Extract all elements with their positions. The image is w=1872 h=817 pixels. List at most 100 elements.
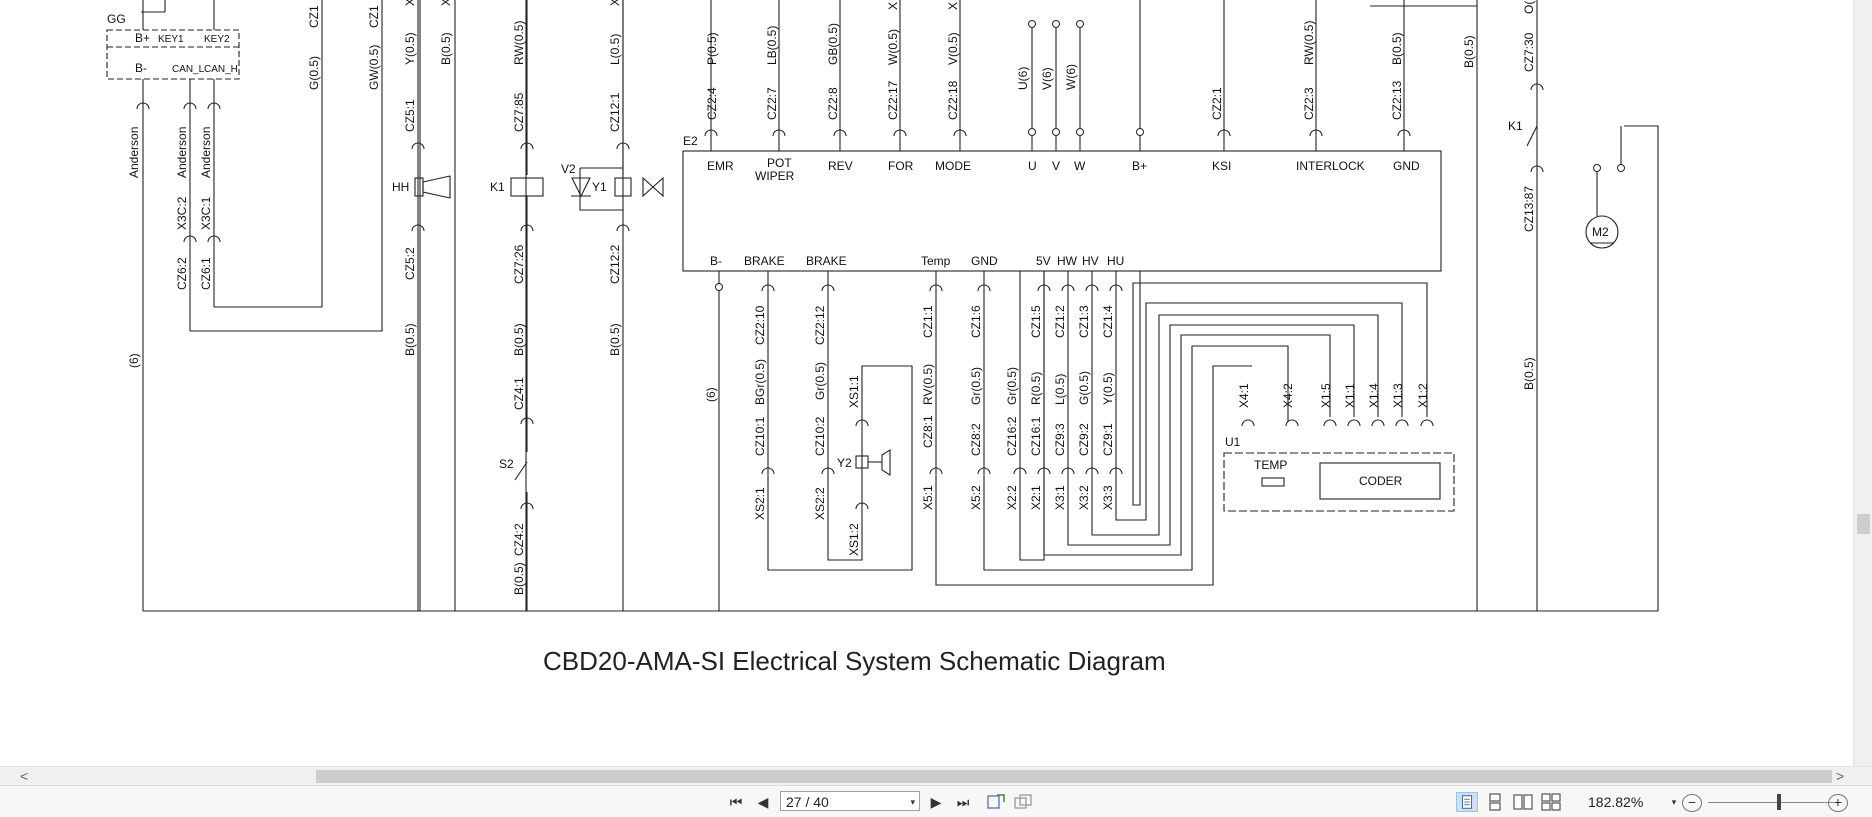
last-page-icon[interactable]: ⏭: [956, 794, 970, 810]
conn-cz4-2: CZ4:2: [512, 523, 526, 556]
wire-bgr: BGr(0.5): [753, 359, 767, 405]
conn-cz10-2: CZ10:2: [813, 416, 827, 456]
zoom-level[interactable]: 182.82%: [1588, 794, 1644, 810]
wire-r: R(0.5): [1029, 372, 1043, 405]
terminal-dot: [1076, 128, 1084, 136]
conn-cz12-2: CZ12:2: [608, 244, 622, 284]
wire-rv: RV(0.5): [921, 364, 935, 405]
zoom-out-icon[interactable]: −: [1682, 794, 1702, 812]
connector-arc: [761, 467, 775, 475]
connector-arc: [1013, 467, 1027, 475]
connector-arc: [1530, 165, 1544, 173]
key-pin-canl: CAN_L: [172, 64, 205, 75]
wire-p: P(0.5): [705, 32, 719, 65]
connector-arc: [183, 102, 197, 110]
key-pin-bminus: B-: [135, 61, 147, 75]
conn-cz5-2: CZ5:2: [403, 247, 417, 280]
conn-cz2-7: CZ2:7: [765, 87, 779, 120]
wire-b-horn: B(0.5): [403, 323, 417, 356]
conn-cz1-5: CZ1:5: [1029, 305, 1043, 338]
zoom-slider-track[interactable]: [1708, 802, 1834, 803]
vertical-scroll-thumb[interactable]: [1857, 514, 1870, 534]
conn-cz2-1: CZ2:1: [1210, 87, 1224, 120]
wire-l: L(0.5): [608, 34, 622, 65]
pin-gnd-bottom: GND: [971, 254, 998, 268]
wire-gr-3: Gr(0.5): [1005, 367, 1019, 405]
connector-arc: [1241, 419, 1255, 427]
wire-l-bottom: L(0.5): [1053, 374, 1067, 405]
unit-label: U1: [1225, 435, 1241, 449]
conn-cz2-12: CZ2:12: [813, 305, 827, 345]
terminal-dot: [1052, 20, 1060, 28]
connector-arc: [1530, 83, 1544, 91]
motor-circle: [1585, 215, 1619, 249]
facing-page-icon[interactable]: [1512, 792, 1534, 812]
page-number-value: 27 / 40: [786, 794, 829, 810]
cut-x-4: X: [886, 2, 900, 10]
wire-gr-2: Gr(0.5): [969, 367, 983, 405]
document-area[interactable]: GG B+ KEY1 KEY2 B- CAN_L CAN_H E2 EMR PO…: [0, 0, 1853, 766]
pin-5v: 5V: [1036, 254, 1051, 268]
connector-arc: [761, 284, 775, 292]
rotate-icon[interactable]: [985, 792, 1007, 812]
continuous-page-icon[interactable]: [1484, 792, 1506, 812]
conn-x3c-1: X3C:1: [199, 196, 213, 230]
pin-bplus: B+: [1132, 159, 1147, 173]
zoom-slider-thumb[interactable]: [1777, 794, 1781, 810]
conn-cz13-87: CZ13:87: [1522, 186, 1536, 232]
conn-cz7-85: CZ7:85: [512, 92, 526, 132]
wire-gr-1: Gr(0.5): [813, 362, 827, 400]
pin-brake-1: BRAKE: [744, 254, 785, 268]
next-page-icon[interactable]: ▶: [930, 794, 942, 810]
conn-x5-1: X5:1: [921, 485, 935, 510]
wire-b: B(0.5): [1390, 32, 1404, 65]
continuous-facing-icon[interactable]: [1540, 792, 1562, 812]
vertical-scrollbar[interactable]: [1853, 0, 1872, 766]
export-icon[interactable]: [1012, 792, 1034, 812]
connector-arc: [1085, 467, 1099, 475]
connector-arc: [1323, 419, 1337, 427]
connector-arc: [1085, 284, 1099, 292]
pin-v: V: [1052, 159, 1060, 173]
wire-b-y1: B(0.5): [608, 323, 622, 356]
connector-arc: [411, 224, 425, 232]
conn-cz2-4: CZ2:4: [705, 87, 719, 120]
connector-arc: [772, 129, 786, 137]
pin-x1-5: X1:5: [1319, 383, 1333, 408]
page-number-input[interactable]: 27 / 40 ▾: [780, 791, 920, 811]
temp-label: TEMP: [1254, 458, 1287, 472]
relay-right-label: K1: [1508, 119, 1523, 133]
pin-x1-4: X1:4: [1367, 383, 1381, 408]
conn-cz1-2: CZ1:2: [1053, 305, 1067, 338]
connector-arc: [833, 129, 847, 137]
conn-x3c-2: X3C:2: [175, 196, 189, 230]
conn-cz9-1: CZ9:1: [1101, 423, 1115, 456]
connector-arc: [821, 467, 835, 475]
scroll-right-arrow[interactable]: >: [1836, 768, 1845, 784]
scroll-left-arrow[interactable]: <: [20, 768, 29, 784]
connector-arc: [520, 224, 534, 232]
conn-cz7-30: CZ7:30: [1522, 32, 1536, 72]
conn-xs1-1: XS1:1: [847, 375, 861, 408]
connector-arc: [1371, 419, 1385, 427]
zoom-dropdown-icon[interactable]: ▾: [1671, 797, 1677, 807]
key-pin-canh: CAN_H: [204, 64, 238, 75]
conn-cz2-13: CZ2:13: [1390, 80, 1404, 120]
connector-arc: [520, 417, 534, 425]
horizontal-scroll-thumb[interactable]: [316, 770, 1832, 783]
horizontal-scrollbar[interactable]: < >: [0, 766, 1872, 786]
prev-page-icon[interactable]: ◀: [757, 794, 769, 810]
zoom-in-icon[interactable]: +: [1828, 794, 1848, 812]
conn-cz1-4: CZ1:4: [1101, 305, 1115, 338]
wire-w6: W(6): [1064, 64, 1078, 90]
pin-x1-1: X1:1: [1343, 383, 1357, 408]
single-page-icon[interactable]: [1456, 792, 1478, 812]
page-dropdown-icon[interactable]: ▾: [910, 797, 915, 807]
wire-6-bottom: (6): [704, 387, 718, 402]
first-page-icon[interactable]: ⏮: [729, 794, 743, 810]
brake-coil-label: Y2: [837, 456, 852, 470]
connector-arc: [704, 129, 718, 137]
wire-w: W(0.5): [886, 29, 900, 65]
valve-label: Y1: [592, 180, 607, 194]
